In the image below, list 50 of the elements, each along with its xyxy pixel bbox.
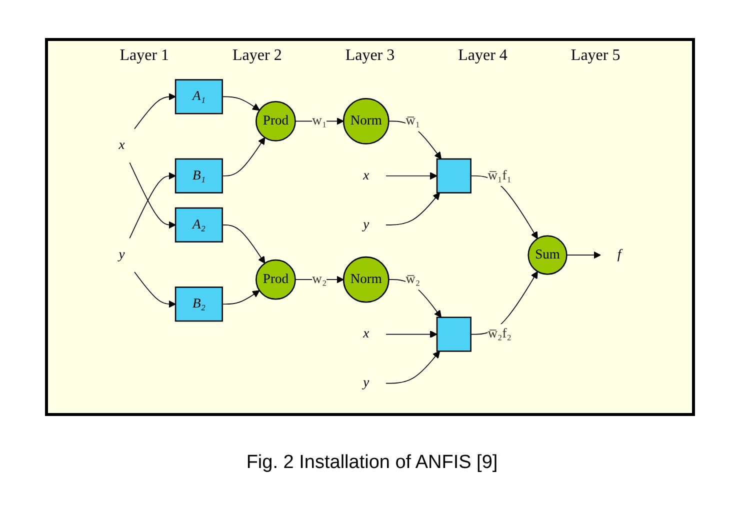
arrow bbox=[222, 224, 266, 264]
arrow bbox=[386, 350, 440, 384]
diagram-panel: Layer 1 Layer 2 Layer 3 Layer 4 Layer 5 w₁ w₂ w̅₁ w̅₂ w̅₁f₁ w̅₂f₂ A₁ Prod Norm x B₁ x A₂ y y Sum f Prod Norm B₂ x y bbox=[45, 38, 695, 416]
node-circle bbox=[342, 256, 390, 303]
edge-label: w̅₁ bbox=[406, 114, 420, 128]
node-box bbox=[436, 316, 472, 352]
layer-label: Layer 1 bbox=[120, 47, 170, 65]
node-circle bbox=[342, 98, 390, 144]
node-text: x bbox=[118, 138, 125, 152]
edge-label: w₂ bbox=[312, 272, 327, 286]
node-circle bbox=[256, 101, 296, 142]
arrow bbox=[470, 175, 538, 240]
arrow bbox=[386, 172, 438, 180]
arrow bbox=[386, 330, 438, 338]
edge-label: w̅₂ bbox=[406, 272, 420, 286]
node-text: y bbox=[363, 217, 370, 232]
edge-label: w₁ bbox=[312, 114, 327, 128]
node-box bbox=[174, 158, 223, 194]
arrow bbox=[388, 120, 442, 160]
arrow bbox=[222, 96, 260, 111]
arrow bbox=[294, 117, 344, 125]
arrow bbox=[129, 172, 176, 239]
node-circle bbox=[528, 235, 568, 275]
arrow bbox=[134, 272, 176, 308]
layer-label: Layer 5 bbox=[570, 47, 620, 65]
node-text: y bbox=[118, 247, 125, 262]
arrow bbox=[222, 137, 266, 176]
node-box bbox=[174, 207, 223, 242]
layer-label: Layer 2 bbox=[232, 47, 282, 65]
node-box bbox=[436, 158, 472, 194]
arrow bbox=[294, 276, 344, 284]
figure-caption: Fig. 2 Installation of ANFIS [9] bbox=[246, 452, 498, 473]
node-text: x bbox=[363, 326, 370, 342]
arrow bbox=[388, 279, 442, 318]
node-text: f bbox=[617, 247, 622, 262]
node-circle bbox=[256, 259, 296, 300]
arrow bbox=[129, 162, 176, 229]
node-box bbox=[174, 286, 223, 322]
arrow bbox=[470, 271, 538, 335]
node-box bbox=[174, 79, 223, 114]
arrow bbox=[134, 92, 176, 130]
arrow bbox=[386, 192, 440, 226]
arrow bbox=[566, 251, 601, 259]
node-text: y bbox=[363, 376, 370, 390]
arrow bbox=[222, 290, 260, 305]
layer-label: Layer 4 bbox=[458, 47, 508, 65]
node-text: x bbox=[363, 168, 370, 183]
edge-label: w̅₂f₂ bbox=[488, 326, 512, 342]
edge-label: w̅₁f₁ bbox=[488, 168, 512, 183]
layer-label: Layer 3 bbox=[345, 47, 395, 65]
